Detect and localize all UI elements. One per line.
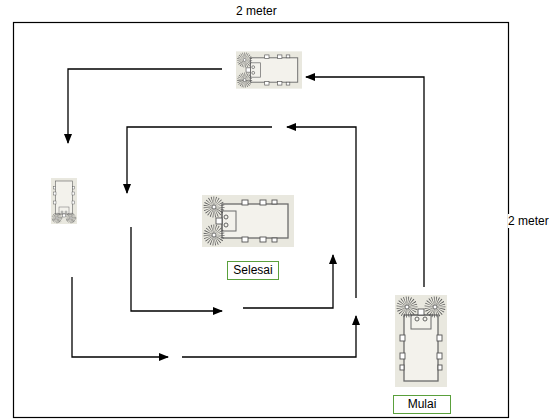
label-box: Mulai	[393, 395, 451, 414]
box-text: Mulai	[394, 397, 450, 411]
area-border	[14, 23, 509, 418]
label-box: Selesai	[227, 261, 279, 280]
robot-center	[202, 195, 294, 247]
robot-start	[395, 295, 447, 387]
robot-top	[236, 51, 302, 88]
box-text: Selesai	[228, 263, 278, 277]
dimension-label: 2 meter	[236, 4, 277, 18]
robot-left	[51, 178, 77, 224]
dimension-label: 2 meter	[508, 214, 549, 228]
path-arrows	[68, 69, 424, 357]
